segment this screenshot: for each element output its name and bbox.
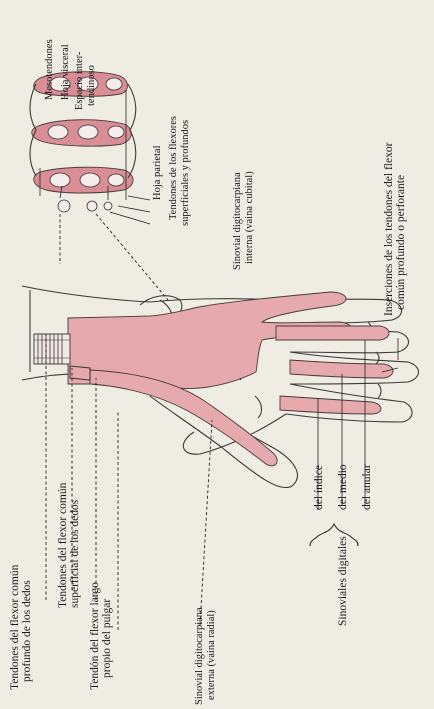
- label-espacio-1: Espacio inter-: [74, 51, 85, 110]
- tendon-oval: [108, 126, 124, 138]
- label-inserciones-2: común profundo o perforante: [395, 175, 407, 310]
- label-tendones-flexores-2: superficiales y profundos: [180, 120, 191, 226]
- label-flexor-profundus-2: profundo de los dedos: [21, 580, 33, 682]
- label-del-anular: del anular: [361, 464, 373, 510]
- tendon-oval: [48, 125, 68, 139]
- tendon-oval: [78, 125, 98, 139]
- brace-icon: [310, 524, 358, 546]
- sinovial-digital-anular: [276, 326, 389, 340]
- label-flexor-superficialis-2: superficial de los dedos: [69, 499, 81, 608]
- label-sinovial-interna-2: interna (vaina cubital): [244, 171, 255, 264]
- label-espacio-2: tendinoso: [86, 65, 97, 106]
- label-inserciones-1: Inserciones de los tendones del flexor: [383, 142, 395, 316]
- sinovial-digital-indice: [280, 396, 381, 414]
- synovial-sheaths: [34, 292, 393, 466]
- label-hoja-parietal: Hoja parietal: [152, 145, 163, 200]
- label-sinovial-externa-1: Sinovial digitocarpiana: [194, 607, 205, 705]
- label-flexor-pollicis-1: Tendón del flexor largo: [89, 582, 101, 690]
- tendon-oval: [108, 174, 124, 186]
- label-flexor-profundus-1: Tendones del flexor común: [9, 564, 21, 690]
- label-mesotendones: Mesotendones: [44, 39, 55, 100]
- tendon-oval: [106, 78, 122, 90]
- label-del-indice: del índice: [313, 465, 325, 510]
- label-hoja-visceral: Hoja visceral: [60, 44, 71, 100]
- label-sinovial-interna-1: Sinovial digitocarpiana: [232, 172, 243, 270]
- label-flexor-pollicis-2: propio del pulgar: [101, 599, 113, 678]
- tendon-oval: [80, 173, 100, 187]
- tendon-oval: [50, 173, 70, 187]
- label-sinoviales-digitales: Sinoviales digitales: [337, 536, 349, 626]
- label-sinovial-externa-2: externa (vaina radial): [206, 610, 217, 700]
- label-tendones-flexores-1: Tendones de los flexores: [168, 116, 179, 220]
- label-del-medio: del medio: [337, 464, 349, 510]
- label-flexor-superficialis-1: Tendones del flexor común: [57, 482, 69, 608]
